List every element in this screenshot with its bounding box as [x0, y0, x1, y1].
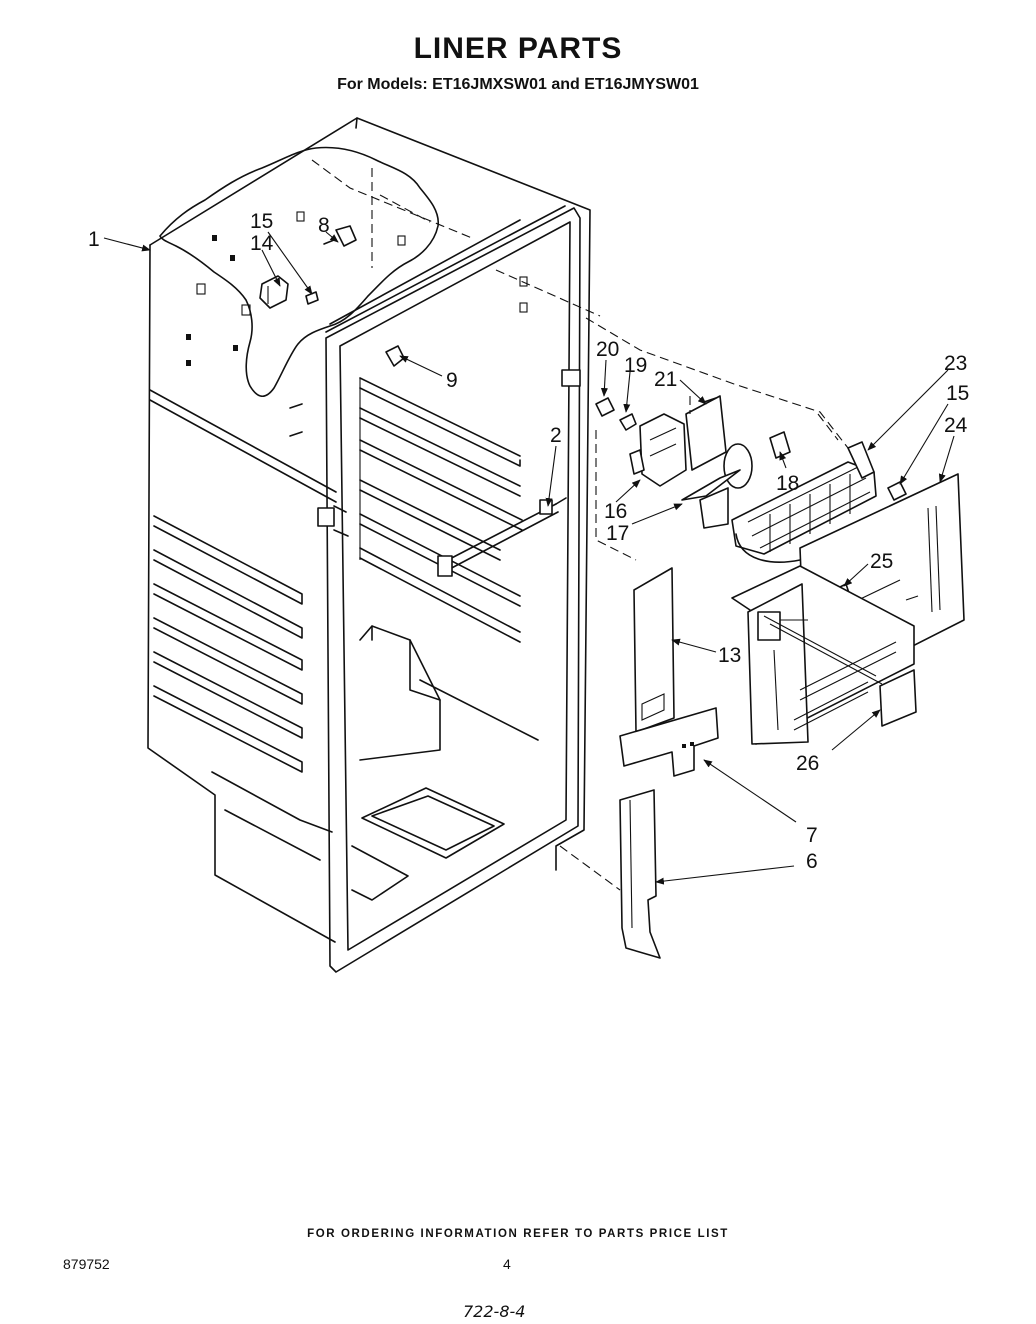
callout-labels: 1 15 14 8 9 2 20 19 21 18 16 17 23 15 24… — [88, 210, 969, 873]
callout-15-right: 15 — [946, 382, 969, 405]
callout-2: 2 — [550, 424, 562, 447]
front-frame — [317, 205, 581, 973]
callout-17: 17 — [606, 522, 629, 545]
callout-20: 20 — [596, 338, 619, 361]
document-number: 879752 — [63, 1256, 110, 1272]
panels — [619, 473, 965, 959]
callout-14: 14 — [250, 232, 274, 255]
interior-shelves — [351, 377, 539, 901]
callout-6: 6 — [806, 850, 818, 873]
ordering-note: FOR ORDERING INFORMATION REFER TO PARTS … — [307, 1228, 729, 1240]
callout-23: 23 — [944, 352, 967, 375]
page-title: LINER PARTS — [413, 32, 623, 65]
fan-assembly — [595, 395, 907, 563]
callout-21: 21 — [654, 368, 677, 391]
callout-13: 13 — [718, 644, 741, 667]
top-left-parts — [259, 225, 567, 577]
callout-7: 7 — [806, 824, 818, 847]
callout-15: 15 — [250, 210, 273, 233]
callout-18: 18 — [776, 472, 799, 495]
models-subtitle: For Models: ET16JMXSW01 and ET16JMYSW01 — [337, 76, 699, 93]
callout-1: 1 — [88, 228, 100, 251]
callout-24: 24 — [944, 414, 968, 437]
assembly-leader-lines — [495, 269, 849, 891]
callout-16: 16 — [604, 500, 627, 523]
handwritten-code: 722-8-4 — [463, 1302, 526, 1321]
callout-arrows — [103, 231, 955, 885]
callout-25: 25 — [870, 550, 893, 573]
callout-26: 26 — [796, 752, 819, 775]
callout-19: 19 — [624, 354, 647, 377]
cabinet-liner — [147, 117, 591, 943]
page-number: 4 — [503, 1256, 511, 1272]
callout-9: 9 — [446, 369, 458, 392]
callout-8: 8 — [318, 214, 330, 237]
